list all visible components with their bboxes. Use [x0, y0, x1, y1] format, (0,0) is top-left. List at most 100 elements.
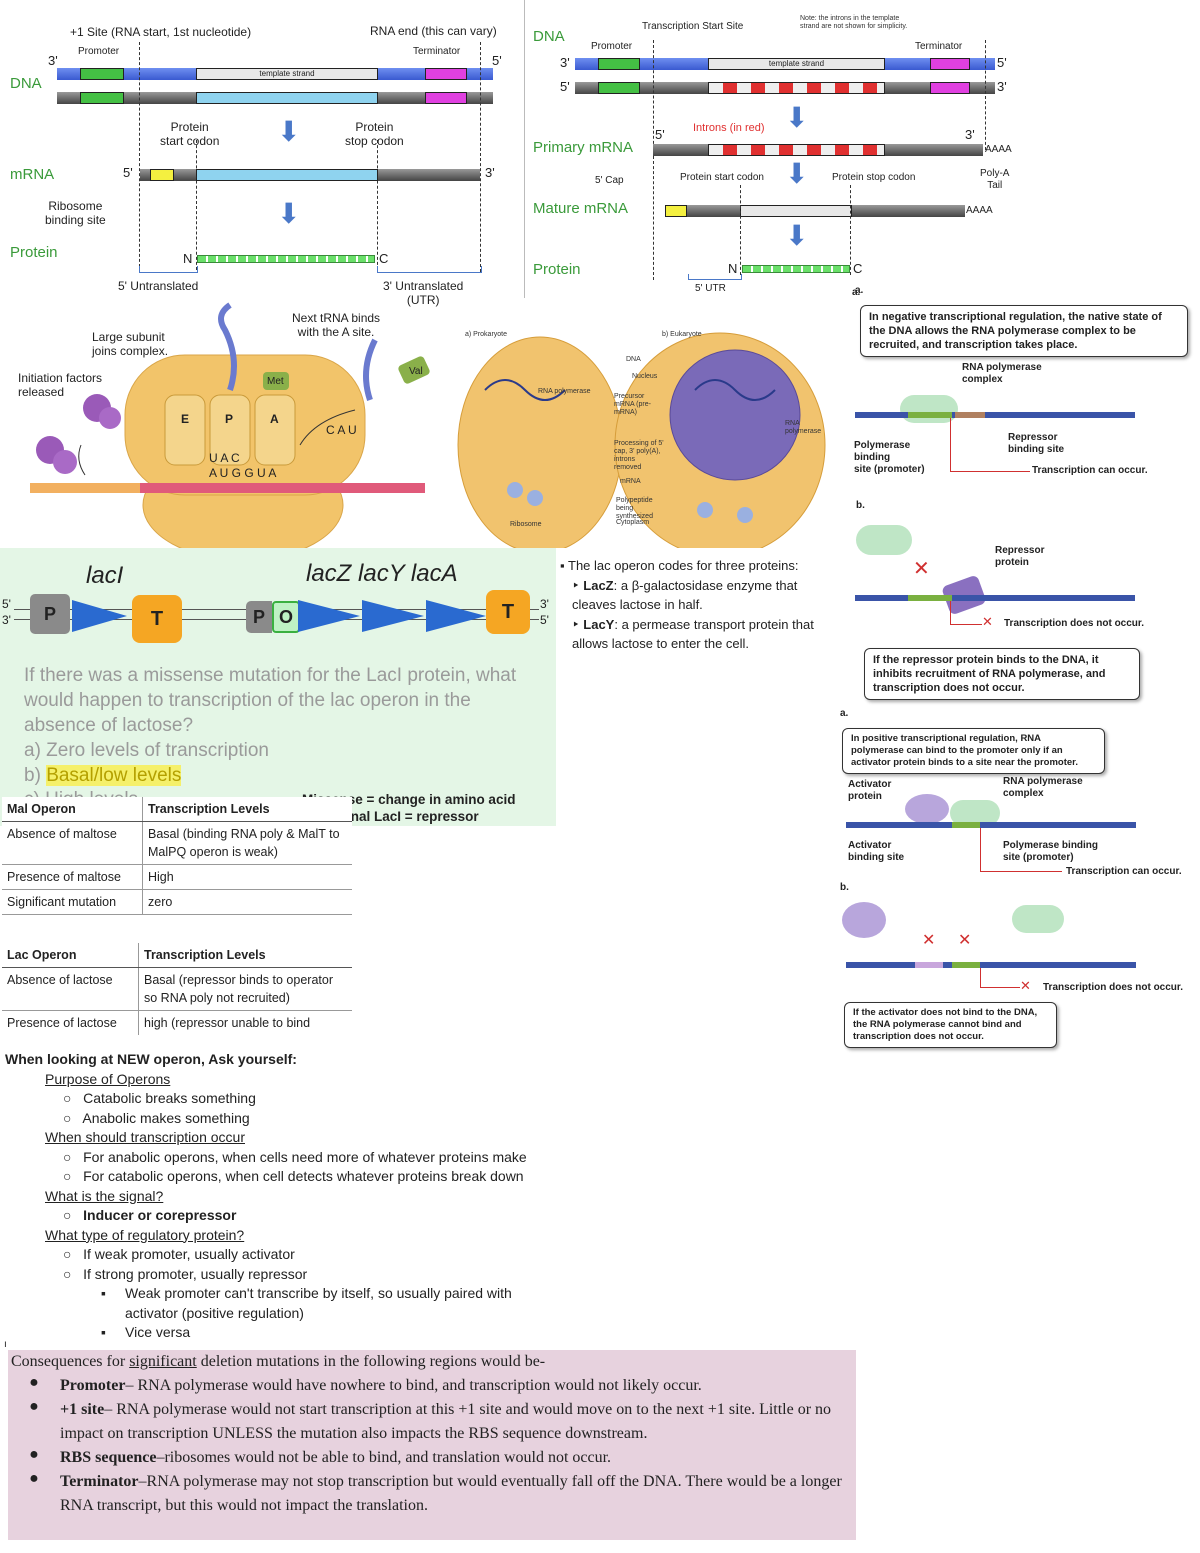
promoter-label-2: Promoter — [591, 41, 633, 52]
operon-5prime-right: 5' — [540, 613, 549, 627]
laci-gene-label: lacI — [86, 562, 124, 589]
operon-quiz-panel: lacI lacZ lacY lacA 5' 3' 3' 5' P T P O … — [0, 548, 556, 826]
arrow-down-icon: ⬇ — [277, 116, 301, 147]
coding-with-introns — [708, 82, 885, 94]
mature-mrna-label: Mature mRNA — [533, 200, 629, 217]
c-terminus-2: C — [853, 261, 863, 276]
terminator-box-4 — [930, 82, 970, 94]
activator-protein-label: Activator protein — [848, 779, 892, 802]
dna-5prime: 5' — [492, 53, 502, 68]
rnap-complex-shape — [900, 395, 958, 423]
guide-tss — [653, 40, 654, 280]
list-item: ●+1 site– RNA polymerase would not start… — [29, 1398, 832, 1442]
mal-header-levels: Transcription Levels — [142, 797, 352, 822]
guide-start — [196, 140, 197, 270]
list-item: ●Promoter– RNA polymerase would have now… — [29, 1374, 702, 1394]
notes-weak: ○ If weak promoter, usually activator — [63, 1246, 295, 1262]
rnap-free-shape — [856, 525, 912, 555]
dna-label-2: DNA — [533, 28, 565, 45]
cursor-mark: ı — [4, 1339, 7, 1350]
guide-plus1 — [139, 42, 140, 272]
poly-site-label-2: Polymerase binding site (promoter) — [1003, 840, 1099, 863]
utr5-bracket-2 — [688, 274, 742, 280]
promoter-label: Promoter — [78, 46, 120, 57]
lacz-arrow — [298, 600, 360, 632]
lac-promoter: P — [246, 601, 272, 633]
cell-label-cytoplasm: Cytoplasm — [616, 519, 650, 526]
dna2-5prime: 5' — [560, 79, 570, 94]
quiz-option-a: a) Zero levels of transcription — [24, 740, 269, 761]
rnap-complex-label-2: RNA polymerase complex — [1003, 776, 1083, 799]
lacz-note: ‣ LacZ: a β-galactosidase enzyme that cl… — [572, 577, 798, 613]
rna-end-label: RNA end (this can vary) — [370, 24, 497, 38]
rbs-label: Ribosome binding site — [45, 199, 106, 227]
arrow-down-icon-5: ⬇ — [785, 220, 809, 251]
not-occur-label-2: Transcription does not occur. — [1043, 982, 1184, 993]
activator-free-shape — [842, 902, 886, 938]
utr3-label: 3' Untranslated (UTR) — [383, 279, 464, 307]
lac-operon-table-clip: Lac Operon Transcription Levels Absence … — [2, 943, 354, 1035]
dna-label: DNA — [10, 75, 42, 92]
laci-promoter: P — [30, 594, 70, 634]
positive-regulation-text: In positive transcriptional regulation, … — [842, 728, 1105, 774]
prokaryote-label: a) Prokaryote — [465, 331, 508, 338]
guide-stop — [377, 140, 378, 270]
cell-label-dna: DNA — [626, 356, 641, 363]
table-cell: Basal (repressor binds to operator so RN… — [138, 967, 352, 1011]
notes-signal: What is the signal? — [45, 1187, 164, 1204]
e-site: E — [181, 412, 190, 426]
not-occur-x-icon: ✕ — [982, 614, 993, 629]
lacz-y-a-label: lacZ lacY lacA — [306, 560, 458, 587]
can-occur-label-2: Transcription can occur. — [1066, 866, 1182, 877]
pos-dna-b — [846, 962, 1136, 968]
notes-anabolic: ○ Anabolic makes something — [63, 1109, 250, 1126]
promoter-box-3 — [598, 58, 640, 70]
table-cell: Absence of lactose — [2, 967, 139, 1011]
guide-start-2 — [740, 185, 741, 275]
terminator-box-2 — [425, 92, 467, 104]
utr5-bracket — [139, 266, 198, 273]
table-header: Mal Operon Transcription Levels — [2, 797, 352, 822]
dna2-3prime: 3' — [560, 55, 570, 70]
next-trna-label: Next tRNA binds with the A site. — [292, 311, 381, 339]
introns-note: Note: the introns in the template strand… — [800, 15, 908, 30]
cell-label-premrna: Precursor mRNA (pre-mRNA) — [614, 393, 651, 416]
dna2-3prime-right: 3' — [997, 79, 1007, 94]
n-terminus: N — [183, 251, 193, 266]
a-site: A — [270, 412, 279, 426]
promoter-box-4 — [598, 82, 640, 94]
dna2-5prime-right: 5' — [997, 55, 1007, 70]
terminator-box-3 — [930, 58, 970, 70]
lac-operon-table: Lac Operon Transcription Levels Absence … — [2, 943, 352, 1035]
operon-5prime: 5' — [2, 597, 11, 611]
mature-coding-box — [740, 205, 852, 217]
notes-when-catabolic: ○ For catabolic operons, when cell detec… — [63, 1168, 524, 1184]
mrna-3prime: 3' — [485, 165, 495, 180]
neg-dna-a — [855, 412, 1135, 418]
table-cell: Presence of lactose — [2, 1010, 139, 1035]
cell-label-ribosome: Ribosome — [510, 521, 542, 528]
anticodon-cau: C A U — [326, 423, 357, 437]
cell-label-processing: Processing of 5' cap, 3' poly(A), intron… — [614, 440, 664, 471]
operon-3prime-left: 3' — [2, 613, 11, 627]
mrna-label: mRNA — [10, 166, 55, 183]
protein-start-label: Protein start codon — [680, 172, 764, 183]
not-occur-label: Transcription does not occur. — [1004, 618, 1145, 629]
notes-purpose: Purpose of Operons — [45, 1070, 171, 1087]
c-terminus: C — [379, 251, 389, 266]
rnap-complex-shape-2 — [950, 800, 1000, 826]
can-occur-arrow-2 — [980, 871, 1062, 872]
notes-type: What type of regulatory protein? — [45, 1226, 245, 1243]
mal-operon-table: Mal Operon Transcription Levels Absence … — [2, 797, 352, 915]
polya-primary: AAAA — [985, 144, 1012, 155]
cap5-label: 5' Cap — [595, 175, 624, 186]
negative-regulation-text: In negative transcriptional regulation, … — [860, 305, 1188, 357]
guide-end — [480, 42, 481, 272]
initiation-label: Initiation factors released — [18, 371, 103, 399]
notes-sub2: ▪Vice versa — [101, 1324, 191, 1340]
arrow-down-icon-2: ⬇ — [277, 198, 301, 229]
